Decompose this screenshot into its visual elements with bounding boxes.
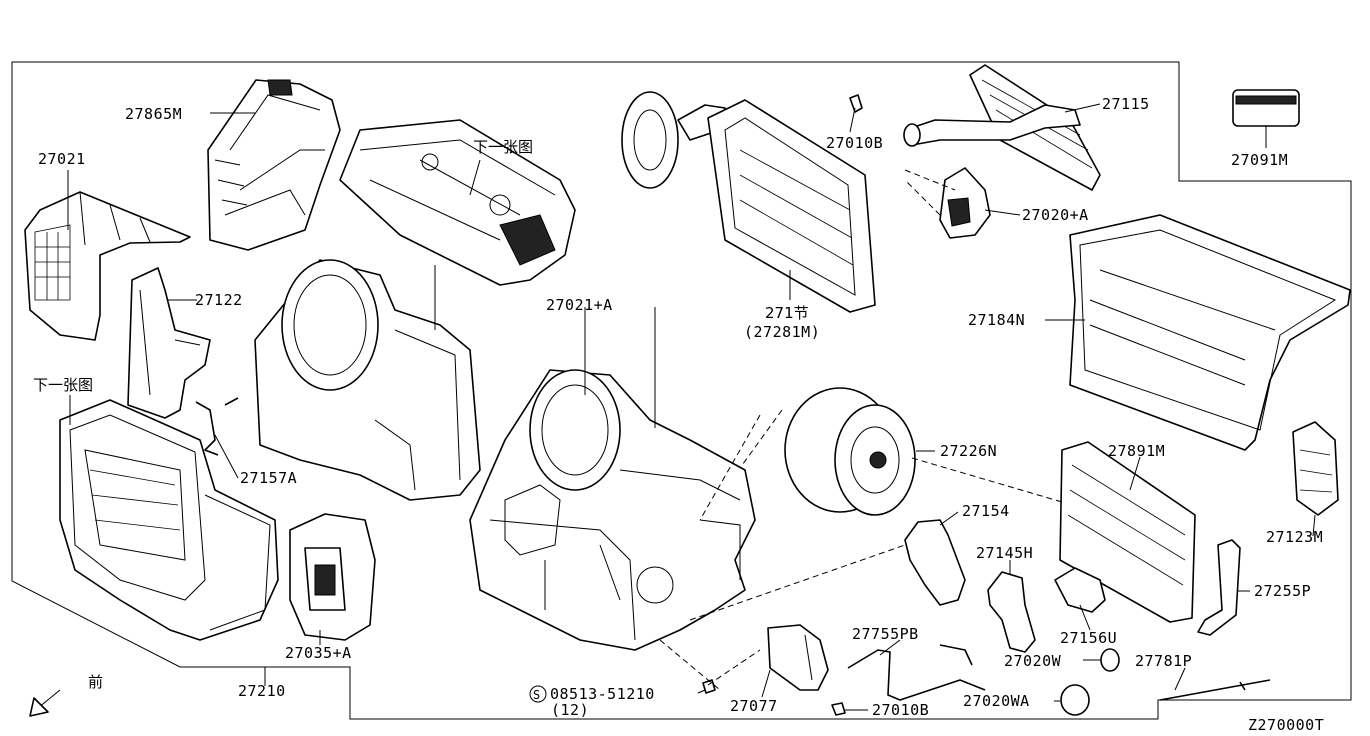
part-27157A-link[interactable] [195,397,239,456]
label-27156U: 27156U [1060,629,1117,647]
part-27021-duct[interactable] [24,191,191,341]
part-27145H-lever[interactable] [987,571,1036,653]
part-27020A-actuator[interactable] [939,167,991,239]
label-27010B-bottom: 27010B [872,701,929,719]
part-27010B-clip-bottom[interactable] [831,702,846,716]
part-27122-bracket[interactable] [127,267,211,419]
screw-symbol-circle [529,685,547,703]
label-27281M: (27281M) [744,323,820,341]
label-27755PB: 27755PB [852,625,919,643]
arrow-down-left-icon [29,689,61,717]
part-blower-motor-round[interactable] [621,91,726,189]
label-27010B-top: 27010B [826,134,883,152]
label-screw-qty: (12) [551,701,589,719]
label-27091M: 27091M [1231,151,1288,169]
label-271-section: 271节 [765,304,809,322]
part-27035A-filter[interactable] [289,513,376,641]
label-27021A: 27021+A [546,296,613,314]
label-screw-08513: 08513-51210 [550,685,655,703]
label-27210: 27210 [238,682,286,700]
part-27755PB-cable[interactable] [847,644,986,701]
label-27184N: 27184N [968,311,1025,329]
part-screw-08513[interactable] [702,679,716,694]
part-27184N-frame[interactable] [1069,214,1351,451]
label-front: 前 [88,673,103,691]
label-27226N: 27226N [940,442,997,460]
label-27021: 27021 [38,150,86,168]
label-27122: 27122 [195,291,243,309]
label-27115: 27115 [1102,95,1150,113]
label-27145H: 27145H [976,544,1033,562]
part-27010B-clip-top[interactable] [849,94,863,113]
label-27781P: 27781P [1135,652,1192,670]
label-27157A: 27157A [240,469,297,487]
frame-border [11,61,1352,720]
part-27021A-main-housing[interactable] [469,369,756,651]
label-27020WA: 27020WA [963,692,1030,710]
label-27020A: 27020+A [1022,206,1089,224]
label-27123M: 27123M [1266,528,1323,546]
label-27865M: 27865M [125,105,182,123]
part-27077-bracket[interactable] [767,624,829,691]
part-27091M-label[interactable] [1232,89,1300,127]
part-rear-case[interactable] [254,259,481,501]
screw-symbol: S [533,688,541,702]
part-27781P-rod[interactable] [1159,679,1271,701]
part-27281M-evaporator[interactable] [707,99,876,313]
label-27077: 27077 [730,697,778,715]
assembly-dashed-lines [659,169,1063,691]
part-27156U-lever[interactable] [1054,567,1106,613]
part-left-heater-housing[interactable] [59,399,279,641]
label-next-figure-left: 下一张图 [33,376,93,394]
label-27035A: 27035+A [285,644,352,662]
part-upper-case-assembly[interactable] [339,119,576,286]
part-27865M-duct[interactable] [207,79,341,251]
leader-lines [67,103,1316,711]
part-27226N-blower-fan[interactable] [784,387,916,516]
label-27891M: 27891M [1108,442,1165,460]
label-27255P: 27255P [1254,582,1311,600]
part-27255P-strip[interactable] [1197,539,1241,636]
part-27115-heater-core[interactable] [903,64,1101,191]
part-27020W-disc[interactable] [1100,648,1120,672]
part-27123M-side-cover[interactable] [1292,421,1339,516]
diagram-code: Z270000T [1248,716,1324,734]
part-27154-lever[interactable] [904,519,966,606]
label-27020W: 27020W [1004,652,1062,670]
label-27154: 27154 [962,502,1010,520]
label-next-figure-top: 下一张图 [473,138,533,156]
part-27020WA-disc[interactable] [1060,684,1090,716]
